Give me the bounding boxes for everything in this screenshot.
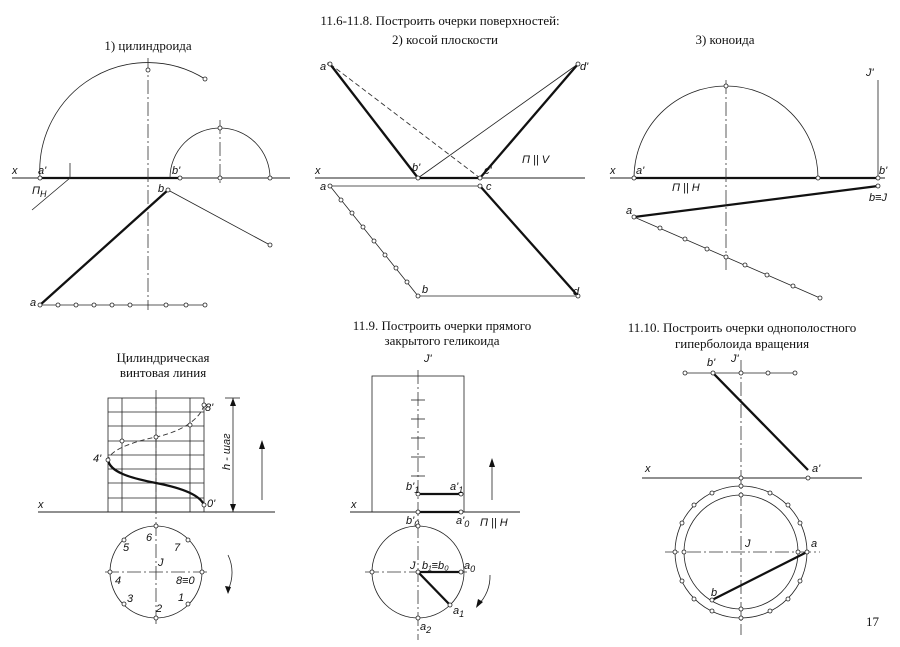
oblique-label-plane: П || V [522,154,551,166]
oblique-label-b-front: b' [412,162,421,174]
helicoid-circle-points [369,523,464,621]
cylindroid-label-pi-h: ПH [32,185,47,199]
helicoid-generator-top-1 [417,571,451,606]
hyperboloid-title-line1: 11.10. Построить очерки однополостного [628,320,857,335]
hyperboloid-label-b-front: b' [707,357,716,369]
helicoid-title-line1: 11.9. Построить очерки прямого [353,318,532,333]
helicoid-label-j-front: J' [423,353,433,365]
hyperboloid-figure: 11.10. Построить очерки однополостного г… [628,320,862,635]
conoid-label-bj: b≡J [869,192,888,204]
oblique-plane-title: 2) косой плоскости [392,32,498,47]
cylindroid-label-x: x [11,165,18,177]
oblique-label-d: d [573,286,580,298]
cylindroid-directrix-b [167,189,271,246]
oblique-top-cd [479,185,579,297]
helix-label-8: 8' [205,402,214,414]
cylindroid-label-b: b [158,183,164,195]
oblique-front-ab [329,63,419,179]
helicoid-label-x: x [350,499,357,511]
hyperboloid-label-a: a [811,538,817,550]
hyperboloid-generator-front [712,372,809,471]
oblique-label-a-front: a' [320,61,329,73]
conoid-label-a-front: a' [636,165,645,177]
cylindroid-label-a-front: a' [38,165,47,177]
helix-title-line2: винтовая линия [120,365,206,380]
conoid-generator-ab [633,184,879,219]
helicoid-label-b1-front: b'1 [406,481,419,495]
page-number: 17 [866,614,880,629]
oblique-label-x: x [314,165,321,177]
cylindroid-generator-ab [39,189,169,306]
helicoid-label-plane: П || H [480,517,508,529]
conoid-label-plane: П || H [672,182,700,194]
conoid-figure: 3) коноида x a' b' J' П || H a b≡J [609,32,888,301]
cylindroid-figure: 1) цилиндроида x a' b' b a ПH [11,38,290,310]
cylindroid-label-a: a [30,297,36,309]
conoid-label-j-front: J' [865,67,875,79]
hyperboloid-label-x: x [644,463,651,475]
helicoid-figure: 11.9. Построить очерки прямого закрытого… [350,318,531,640]
hyperboloid-label-j-front: J' [730,353,740,365]
conoid-points [631,83,881,301]
helix-rotation-arc [227,554,233,591]
cylindroid-points [37,67,273,308]
helix-label-j: J [157,557,164,569]
hyperboloid-label-j: J [744,538,751,550]
helicoid-label-j: J [409,560,416,572]
conoid-label-a: a [626,205,632,217]
oblique-label-b: b [422,284,428,296]
helix-visible-curve [106,459,206,506]
helix-label-4: 4' [93,453,102,465]
conoid-title: 3) коноида [695,32,754,47]
helix-label-0: 0' [207,498,216,510]
helix-circle-label-3: 3 [127,593,134,605]
helicoid-label-a0: a0 [464,560,475,574]
helix-label-step: h - шаг [221,433,233,470]
helix-circle-label-6: 6 [146,532,153,544]
helicoid-label-a1: a1 [453,605,464,619]
helicoid-label-b1b0: b₁≡b₀ [422,560,449,572]
helix-circle-label-4: 4 [115,575,121,587]
hyperboloid-generator-top [711,550,808,602]
oblique-front-cd [479,63,579,179]
helicoid-label-a1-front: a'1 [450,481,463,495]
cylindroid-label-b-front: b' [172,165,181,177]
oblique-front-bd [417,63,579,179]
helicoid-step-ticks [411,399,425,477]
oblique-plane-figure: 2) косой плоскости a' d' b' c' x П || V … [314,32,589,299]
conoid-label-b-front: b' [879,165,888,177]
helix-circle-points [107,523,205,621]
hyperboloid-title-line2: гиперболоида вращения [675,336,809,351]
helix-circle-label-5: 5 [123,542,130,554]
oblique-label-a: a [320,181,326,193]
hyperboloid-front-points [682,370,811,481]
helix-figure: Цилиндрическая винтовая линия 8' 4' 0' [37,350,275,625]
helix-points [105,402,207,508]
helix-circle-label-1: 1 [178,592,184,604]
hyperboloid-label-a-front: a' [812,463,821,475]
oblique-label-d-front: d' [580,61,589,73]
hyperboloid-label-b: b [711,587,717,599]
helicoid-title-line2: закрытого геликоида [384,333,499,348]
cylindroid-pi-h-trace [31,177,71,211]
cylindroid-front-arc-large [39,62,206,179]
cylindroid-title: 1) цилиндроида [104,38,192,53]
helix-circle-label-7: 7 [174,542,181,554]
helicoid-label-a0-front: a'0 [456,515,469,529]
helix-title-line1: Цилиндрическая [116,350,209,365]
page-title: 11.6-11.8. Построить очерки поверхностей… [320,13,559,28]
oblique-label-c: c [486,181,492,193]
helix-label-x: x [37,499,44,511]
helix-circle-label-8-0: 8≡0 [176,575,196,587]
helix-circle-label-2: 2 [155,603,162,615]
oblique-points [327,61,581,299]
oblique-label-c-front: c' [484,165,493,177]
helicoid-label-a2: a2 [420,621,431,635]
conoid-label-x: x [609,165,616,177]
hyperboloid-circle-points [672,483,810,621]
